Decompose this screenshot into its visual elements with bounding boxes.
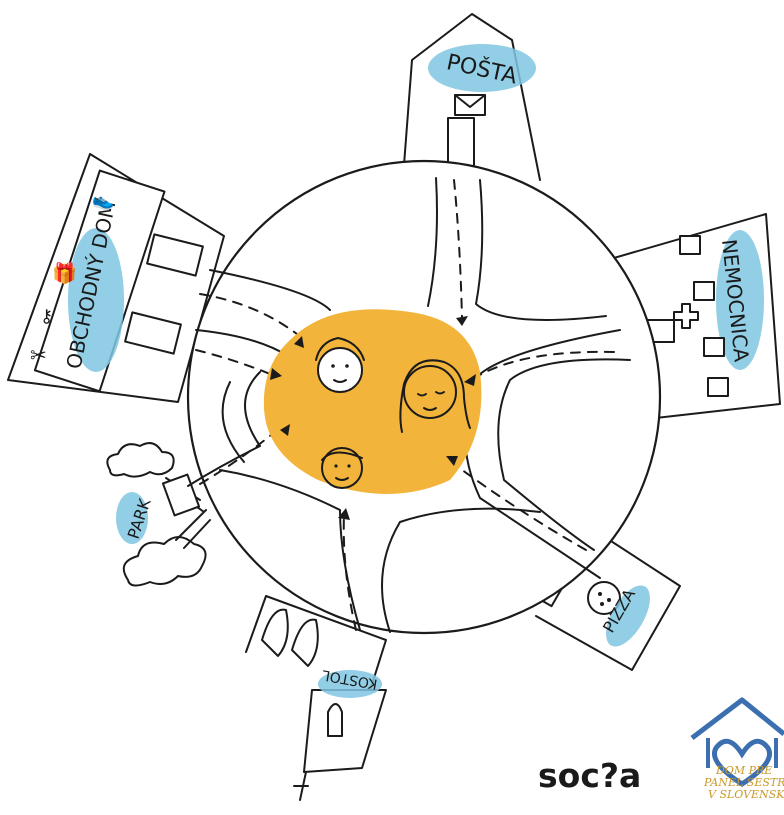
scissors-icon: ✂	[30, 343, 47, 367]
park-area: PARK	[107, 443, 210, 585]
envelope-icon	[455, 95, 485, 115]
shoe-icon: 👟	[92, 190, 114, 211]
window	[708, 378, 728, 396]
dom-logo-text: V SLOVENSKO	[708, 788, 784, 801]
window	[694, 282, 714, 300]
window	[680, 236, 700, 254]
socia-logo: soc?a	[538, 756, 641, 795]
key-icon: ⚷	[40, 306, 53, 327]
gift-icon: 🎁	[52, 261, 77, 285]
dom-logo: DOM PRE PANEL SESTRE V SLOVENSKO	[688, 694, 784, 815]
window	[704, 338, 724, 356]
